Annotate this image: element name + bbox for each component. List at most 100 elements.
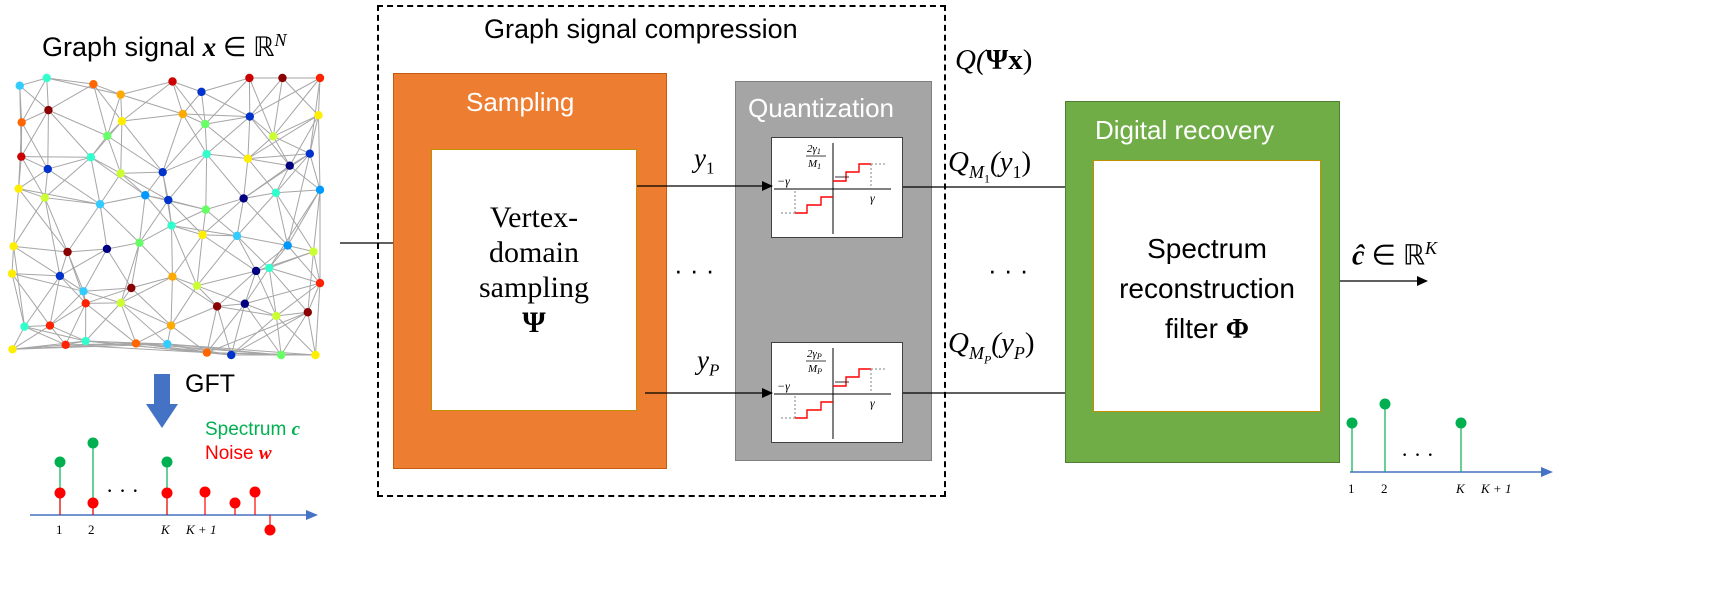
graph-edge bbox=[244, 267, 270, 305]
graph-edge bbox=[170, 276, 173, 326]
graph-node bbox=[127, 283, 136, 293]
graph-edges bbox=[11, 77, 321, 356]
graph-edge bbox=[172, 276, 198, 287]
graph-edge bbox=[21, 122, 49, 170]
graph-node bbox=[17, 118, 26, 127]
graph-edge bbox=[44, 197, 68, 253]
graph-edge bbox=[121, 81, 173, 122]
graph-node bbox=[303, 308, 312, 317]
graph-edge bbox=[46, 77, 121, 96]
graph-edge bbox=[170, 305, 218, 327]
graph-node bbox=[212, 302, 222, 311]
graph-edge bbox=[20, 109, 49, 157]
graph-node bbox=[141, 191, 150, 200]
graph-node bbox=[166, 321, 176, 330]
spectrum-legend: Spectrum c bbox=[205, 419, 301, 440]
spectrum-point bbox=[1379, 398, 1391, 410]
graph-edge bbox=[99, 203, 140, 244]
graph-edge bbox=[139, 225, 172, 244]
graph-edge bbox=[247, 153, 310, 160]
graph-edge bbox=[205, 154, 208, 210]
graph-node bbox=[245, 73, 254, 83]
quantizer-step-denominator: M1 bbox=[807, 158, 821, 171]
graph-edge bbox=[85, 287, 132, 304]
quantization-title: Quantization bbox=[748, 93, 894, 123]
graph-node bbox=[17, 152, 26, 161]
graph-edge bbox=[13, 246, 25, 327]
output-arrow bbox=[1340, 276, 1428, 286]
graph-edge bbox=[106, 135, 122, 174]
graph-edge bbox=[206, 306, 218, 353]
vertex-sampling-text: Vertex- domain sampling Ψ bbox=[431, 200, 637, 340]
graph-edge bbox=[24, 275, 61, 327]
graph-node bbox=[178, 109, 187, 119]
graph-edge bbox=[244, 282, 321, 305]
graph-edge bbox=[276, 282, 321, 317]
graph-edge bbox=[172, 276, 218, 307]
noise-point bbox=[229, 497, 241, 509]
graph-edge bbox=[247, 114, 319, 160]
graph-edge bbox=[162, 123, 206, 173]
graph-edge bbox=[130, 287, 172, 326]
signal-yP: yP bbox=[697, 345, 720, 380]
spectrum-point bbox=[1455, 417, 1467, 429]
noise-point bbox=[199, 486, 211, 498]
graph-node bbox=[311, 350, 320, 360]
graph-node bbox=[42, 73, 51, 83]
graph-edge bbox=[18, 168, 49, 190]
graph-edge bbox=[21, 156, 49, 170]
graph-edge bbox=[171, 225, 173, 277]
quantizer-neg-gamma: −γ bbox=[777, 379, 790, 393]
graph-edge bbox=[162, 153, 207, 173]
graph-edge bbox=[255, 251, 314, 272]
graph-edge bbox=[275, 153, 311, 194]
graph-edge bbox=[275, 165, 291, 193]
graph-edge bbox=[216, 270, 257, 307]
vertex-sampling-line: Vertex- bbox=[489, 201, 579, 234]
quantizer-step-denominator: MP bbox=[807, 363, 822, 376]
graph-node bbox=[314, 111, 323, 120]
graph-node bbox=[192, 281, 202, 290]
graph-edge bbox=[275, 189, 321, 194]
graph-node bbox=[201, 119, 210, 129]
graph-node bbox=[43, 164, 53, 174]
graph-node bbox=[117, 116, 127, 126]
gft-label: GFT bbox=[185, 370, 235, 398]
graph-edge bbox=[312, 251, 321, 284]
graph-edge bbox=[182, 113, 250, 118]
graph-edge bbox=[236, 235, 270, 269]
graph-edge bbox=[21, 77, 48, 123]
graph-edge bbox=[272, 77, 283, 137]
graph-edge bbox=[46, 77, 94, 85]
graph-edge bbox=[269, 267, 321, 284]
noise-point bbox=[249, 486, 261, 498]
graph-edge bbox=[201, 91, 251, 118]
graph-edge bbox=[11, 273, 25, 327]
graph-node bbox=[89, 79, 98, 89]
graph-edge bbox=[317, 115, 321, 190]
graph-edge bbox=[131, 276, 173, 289]
graph-node bbox=[276, 350, 286, 360]
input-stem-plot: · · · 1 2 K K + 1 bbox=[30, 437, 318, 537]
graph-edge bbox=[44, 156, 92, 199]
graph-edge bbox=[312, 189, 321, 252]
graph-edge bbox=[309, 153, 321, 190]
reconstruction-filter-text: Spectrum reconstruction filter Φ bbox=[1093, 229, 1321, 350]
reconstruction-filter-line: Spectrum bbox=[1147, 233, 1267, 264]
quantizer-step-label: 2γ1 bbox=[807, 143, 821, 156]
graph-edge bbox=[314, 283, 321, 356]
graph-edge bbox=[171, 209, 206, 226]
stem-axis-arrowhead bbox=[1541, 467, 1553, 477]
graph-edge bbox=[121, 113, 183, 122]
graph-edge bbox=[48, 83, 94, 111]
graph-node bbox=[315, 278, 325, 288]
spectrum-point bbox=[54, 456, 66, 468]
graph-edge bbox=[85, 302, 122, 342]
graph-edge bbox=[206, 303, 246, 353]
graph-edge bbox=[202, 234, 238, 237]
graph-edge bbox=[83, 290, 121, 304]
recovery-title: Digital recovery bbox=[1095, 115, 1275, 145]
graph-edge bbox=[249, 77, 283, 117]
graph-edge bbox=[46, 77, 49, 111]
